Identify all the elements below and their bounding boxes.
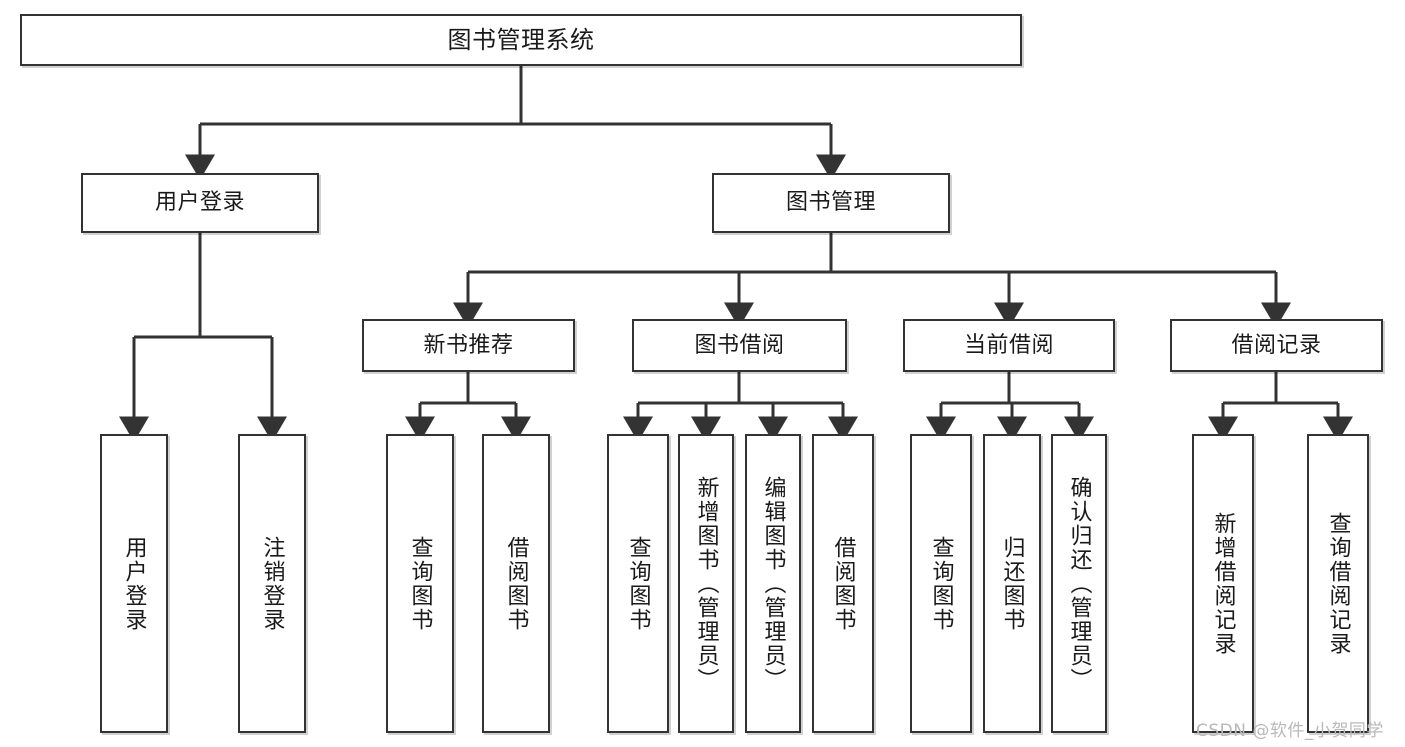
- node-leaf-query-book-1[interactable]: 查询图书: [386, 434, 454, 733]
- node-leaf-query-borrow-record[interactable]: 查询借阅记录: [1307, 434, 1369, 733]
- node-leaf-add-book[interactable]: 新增图书（管理员）: [678, 434, 734, 733]
- node-leaf-return-book-label: 归还图书: [999, 535, 1025, 632]
- node-leaf-borrow-book-2-label: 借阅图书: [830, 535, 856, 632]
- node-leaf-borrow-book-2[interactable]: 借阅图书: [812, 434, 874, 733]
- node-leaf-edit-book[interactable]: 编辑图书（管理员）: [745, 434, 801, 733]
- node-leaf-query-book-2[interactable]: 查询图书: [607, 434, 669, 733]
- node-leaf-user-login-label: 用户登录: [121, 535, 147, 632]
- node-current-borrow-label: 当前借阅: [963, 332, 1054, 358]
- node-leaf-query-book-3[interactable]: 查询图书: [910, 434, 972, 733]
- node-book-borrow[interactable]: 图书借阅: [632, 319, 847, 372]
- node-leaf-logout-label: 注销登录: [259, 535, 285, 632]
- node-leaf-borrow-book-1-label: 借阅图书: [503, 535, 529, 632]
- node-leaf-edit-book-label: 编辑图书（管理员）: [760, 475, 786, 692]
- node-root-system[interactable]: 图书管理系统: [20, 14, 1022, 66]
- node-root-system-label: 图书管理系统: [447, 25, 595, 54]
- node-leaf-query-book-2-label: 查询图书: [625, 535, 651, 632]
- node-leaf-confirm-return-label: 确认归还（管理员）: [1066, 475, 1092, 692]
- node-book-borrow-label: 图书借阅: [694, 332, 785, 358]
- node-current-borrow[interactable]: 当前借阅: [903, 319, 1115, 372]
- node-borrow-record-label: 借阅记录: [1231, 332, 1322, 358]
- node-borrow-record[interactable]: 借阅记录: [1170, 319, 1383, 372]
- node-book-manage[interactable]: 图书管理: [712, 173, 950, 233]
- node-leaf-user-login[interactable]: 用户登录: [100, 434, 168, 733]
- node-user-login-label: 用户登录: [154, 190, 245, 216]
- node-leaf-query-book-3-label: 查询图书: [928, 535, 954, 632]
- node-leaf-add-borrow-record-label: 新增借阅记录: [1210, 511, 1236, 656]
- node-book-manage-label: 图书管理: [785, 190, 876, 216]
- node-leaf-confirm-return[interactable]: 确认归还（管理员）: [1051, 434, 1107, 733]
- node-leaf-query-borrow-record-label: 查询借阅记录: [1325, 511, 1351, 656]
- node-leaf-add-borrow-record[interactable]: 新增借阅记录: [1192, 434, 1254, 733]
- node-leaf-logout[interactable]: 注销登录: [238, 434, 306, 733]
- node-leaf-borrow-book-1[interactable]: 借阅图书: [482, 434, 550, 733]
- node-leaf-query-book-1-label: 查询图书: [407, 535, 433, 632]
- node-user-login[interactable]: 用户登录: [81, 173, 319, 233]
- node-leaf-return-book[interactable]: 归还图书: [983, 434, 1041, 733]
- node-leaf-add-book-label: 新增图书（管理员）: [693, 475, 719, 692]
- node-new-book-recommend[interactable]: 新书推荐: [362, 319, 575, 372]
- node-new-book-recommend-label: 新书推荐: [423, 332, 514, 358]
